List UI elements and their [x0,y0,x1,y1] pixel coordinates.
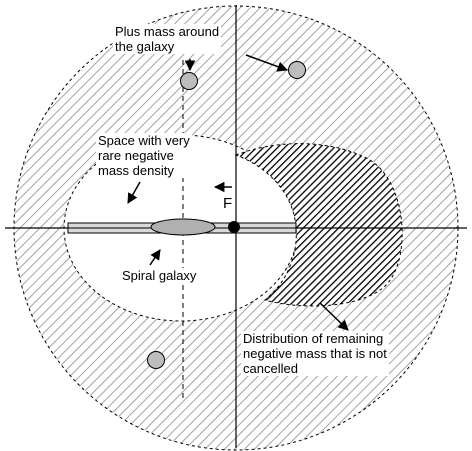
remaining-mass-arrow [319,302,349,331]
plus-mass-circle-2 [288,61,306,79]
sparse-space-label: Space with very rare negative mass densi… [96,133,192,178]
remaining-mass-label: Distribution of remaining negative mass … [241,331,389,376]
plus-mass-circle-3 [147,351,165,369]
spiral-galaxy-label: Spiral galaxy [120,268,199,283]
spiral-galaxy-arrow [149,249,161,266]
galaxy-bulge [150,218,216,236]
sparse-space-arrow [127,181,141,204]
force-label: F [223,195,233,212]
plus-mass-arrow-right [245,54,288,72]
plus-mass-label: Plus mass around the galaxy [113,24,222,54]
plus-mass-circle-1 [180,72,198,90]
center-point [228,221,240,233]
